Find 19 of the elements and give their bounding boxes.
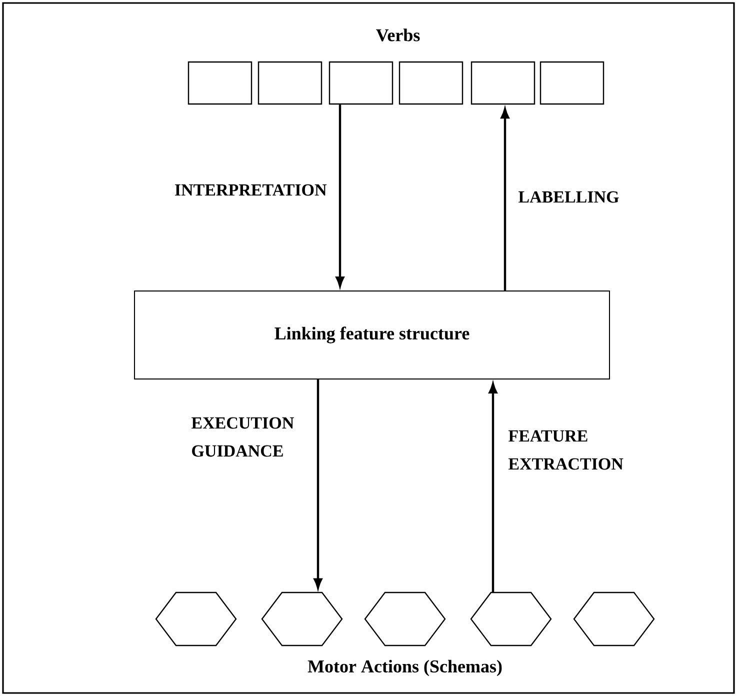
edge-label: FEATURE EXTRACTION <box>508 430 624 470</box>
hexagon <box>364 592 446 646</box>
empty-box <box>188 61 252 105</box>
edge-label: EXECUTION GUIDANCE <box>192 417 294 457</box>
hexagon <box>155 592 237 646</box>
hexagon <box>470 592 552 646</box>
empty-box <box>328 61 394 105</box>
edge-label: LABELLING <box>518 191 619 203</box>
empty-box <box>398 61 464 105</box>
caption-label: Verbs <box>376 28 420 42</box>
empty-box <box>258 61 322 105</box>
hexagon <box>261 592 343 646</box>
hexagon <box>573 592 655 646</box>
caption-label: Motor Actions (Schemas) <box>308 660 502 676</box>
empty-box <box>470 61 536 105</box>
text-box: Linking feature structure <box>134 290 610 380</box>
edge-label: INTERPRETATION <box>175 184 327 196</box>
empty-box <box>540 61 604 105</box>
arrow <box>314 380 322 589</box>
